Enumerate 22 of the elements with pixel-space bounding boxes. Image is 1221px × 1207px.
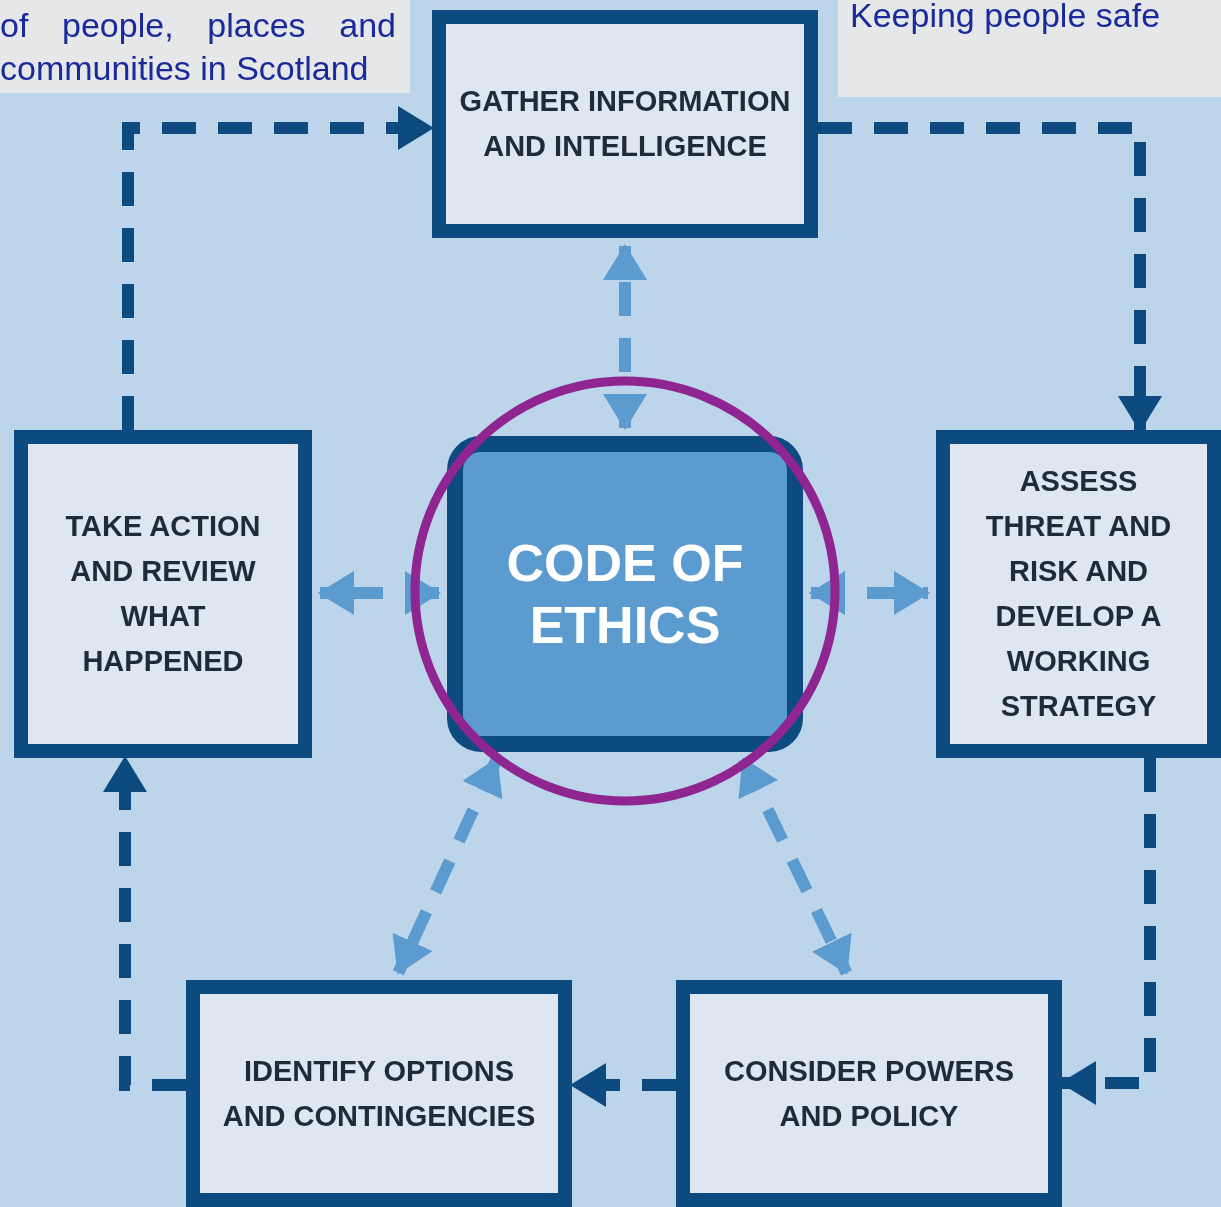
box-label: IDENTIFY OPTIONS AND CONTINGENCIES: [221, 1053, 537, 1134]
box-label: ASSESS THREAT AND RISK AND DEVELOP A WORKING STRATEGY: [984, 464, 1173, 724]
arrow: [603, 244, 647, 430]
box-label: CODE OF ETHICS: [505, 533, 745, 656]
heading: Keeping people safe: [850, 0, 1162, 36]
center-box: [447, 436, 803, 752]
paragraph: of people, places and communities in Scotland: [0, 5, 396, 89]
arrow: [809, 571, 930, 615]
arrow: [392, 756, 503, 976]
arrow: [738, 756, 852, 976]
process-box: [432, 10, 818, 238]
box-label: GATHER INFORMATION AND INTELLIGENCE: [458, 84, 792, 164]
box-label: TAKE ACTION AND REVIEW WHAT HAPPENED: [64, 509, 262, 679]
process-box: [936, 430, 1221, 758]
arrow: [818, 122, 1162, 432]
arrow: [103, 756, 186, 1091]
process-box: [186, 980, 572, 1207]
process-box: [14, 430, 312, 758]
arrow: [122, 106, 434, 430]
arrow: [318, 571, 441, 615]
process-box: [676, 980, 1062, 1207]
box-label: CONSIDER POWERS AND POLICY: [723, 1053, 1015, 1134]
